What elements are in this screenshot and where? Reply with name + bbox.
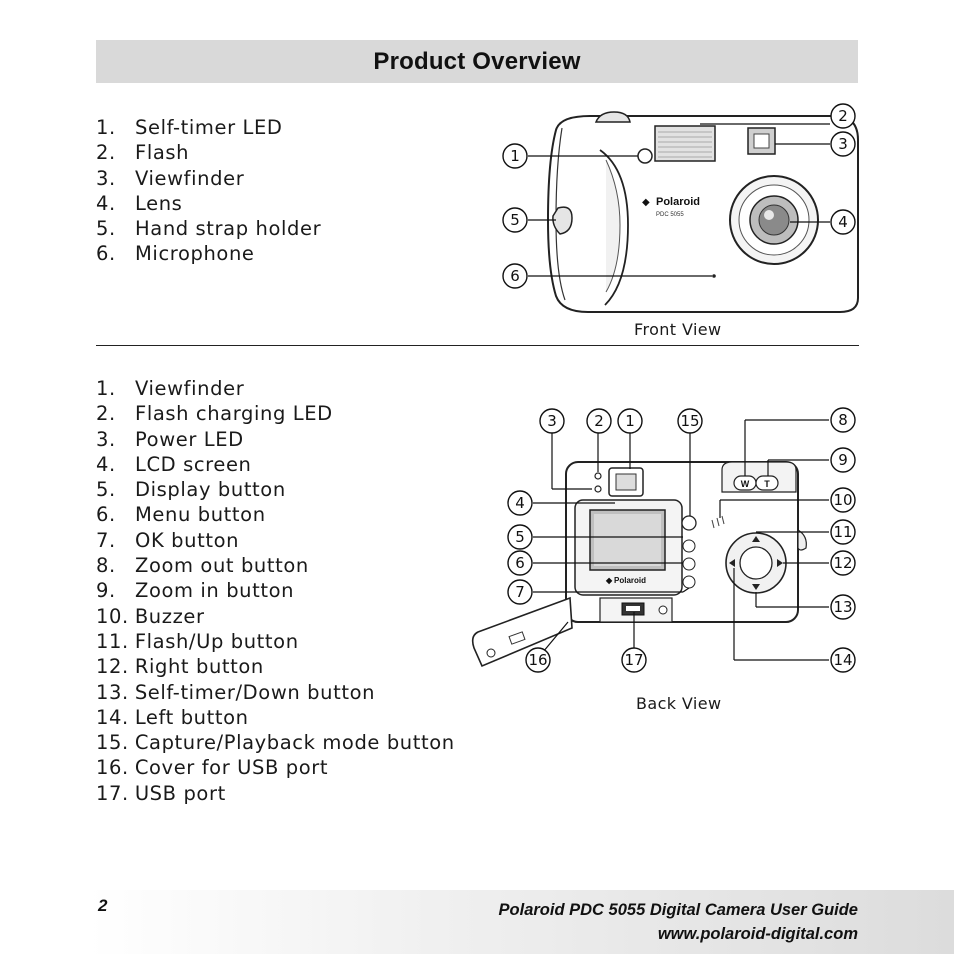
- callout-label: 2: [838, 107, 848, 125]
- callout-label: 4: [515, 494, 525, 512]
- back-brand-logo: Polaroid: [614, 576, 646, 585]
- front-view-caption: Front View: [634, 320, 722, 339]
- back-parts-list: 1.Viewfinder 2.Flash charging LED 3.Powe…: [96, 376, 455, 806]
- callout-label: 9: [838, 451, 848, 469]
- list-item: 5.Hand strap holder: [96, 217, 322, 241]
- callout-label: 1: [625, 412, 635, 430]
- list-item: 1.Viewfinder: [96, 377, 245, 400]
- title-bar: Product Overview: [96, 40, 858, 83]
- callout-label: 8: [838, 411, 848, 429]
- list-item: 15.Capture/Playback mode button: [96, 731, 455, 755]
- list-item: 16.Cover for USB port: [96, 756, 329, 780]
- callout-label: 16: [528, 651, 547, 669]
- callout-label: 12: [833, 554, 852, 572]
- footer-band: [88, 890, 954, 954]
- front-callouts: 1 2 3 4 5 6: [502, 103, 856, 289]
- list-item: 3.Viewfinder: [96, 166, 245, 190]
- callout-label: 14: [833, 651, 852, 669]
- list-item: 9.Zoom in button: [96, 579, 295, 603]
- callout-label: 6: [510, 267, 520, 285]
- page-title: Product Overview: [373, 47, 581, 75]
- list-item: 12.Right button: [96, 655, 264, 679]
- callout-label: 6: [515, 554, 525, 572]
- front-parts-list: 1.Self-timer LED 2.Flash 3.Viewfinder 4.…: [96, 115, 321, 267]
- list-item: 14.Left button: [96, 705, 249, 729]
- list-item: 4.LCD screen: [96, 452, 252, 476]
- list-item: 3.Power LED: [96, 427, 244, 451]
- list-item: 6.Microphone: [96, 242, 255, 266]
- list-item: 6.Menu button: [96, 503, 266, 527]
- front-model-label: PDC 5055: [656, 212, 684, 218]
- callout-label: 3: [838, 135, 848, 153]
- callout-label: 4: [838, 213, 848, 231]
- svg-text:◆: ◆: [642, 197, 650, 208]
- svg-text:◆: ◆: [605, 576, 613, 585]
- callout-label: 13: [833, 598, 852, 616]
- callout-label: 5: [515, 528, 525, 546]
- back-callouts: 1 2 3 4 5 6 7 8 9 10 11 12 13 14 15 16 1…: [507, 407, 856, 673]
- list-item: 10.Buzzer: [96, 604, 205, 628]
- callout-label: 17: [624, 651, 643, 669]
- callout-label: 3: [547, 412, 557, 430]
- list-item: 4.Lens: [96, 191, 183, 215]
- callout-label: 5: [510, 211, 520, 229]
- section-divider: [96, 345, 859, 346]
- list-item: 2.Flash charging LED: [96, 402, 333, 426]
- callout-label: 1: [510, 147, 520, 165]
- list-item: 11.Flash/Up button: [96, 629, 299, 653]
- back-view-caption: Back View: [636, 694, 722, 713]
- callout-label: 11: [833, 523, 852, 541]
- list-item: 2.Flash: [96, 141, 190, 165]
- zoom-out-label: W: [741, 479, 750, 489]
- list-item: 13.Self-timer/Down button: [96, 680, 376, 704]
- callout-label: 7: [515, 583, 525, 601]
- footer-url: www.polaroid-digital.com: [657, 925, 858, 943]
- list-item: 17.USB port: [96, 781, 226, 805]
- callout-label: 10: [833, 491, 852, 509]
- list-item: 5.Display button: [96, 478, 286, 502]
- callout-label: 15: [680, 412, 699, 430]
- zoom-in-label: T: [764, 479, 770, 489]
- front-brand-logo: Polaroid: [656, 196, 700, 208]
- list-item: 7.OK button: [96, 528, 240, 552]
- list-item: 1.Self-timer LED: [96, 116, 283, 139]
- callout-label: 2: [594, 412, 604, 430]
- page-number: 2: [98, 896, 108, 915]
- footer-guide-title: Polaroid PDC 5055 Digital Camera User Gu…: [498, 901, 858, 919]
- list-item: 8.Zoom out button: [96, 554, 309, 578]
